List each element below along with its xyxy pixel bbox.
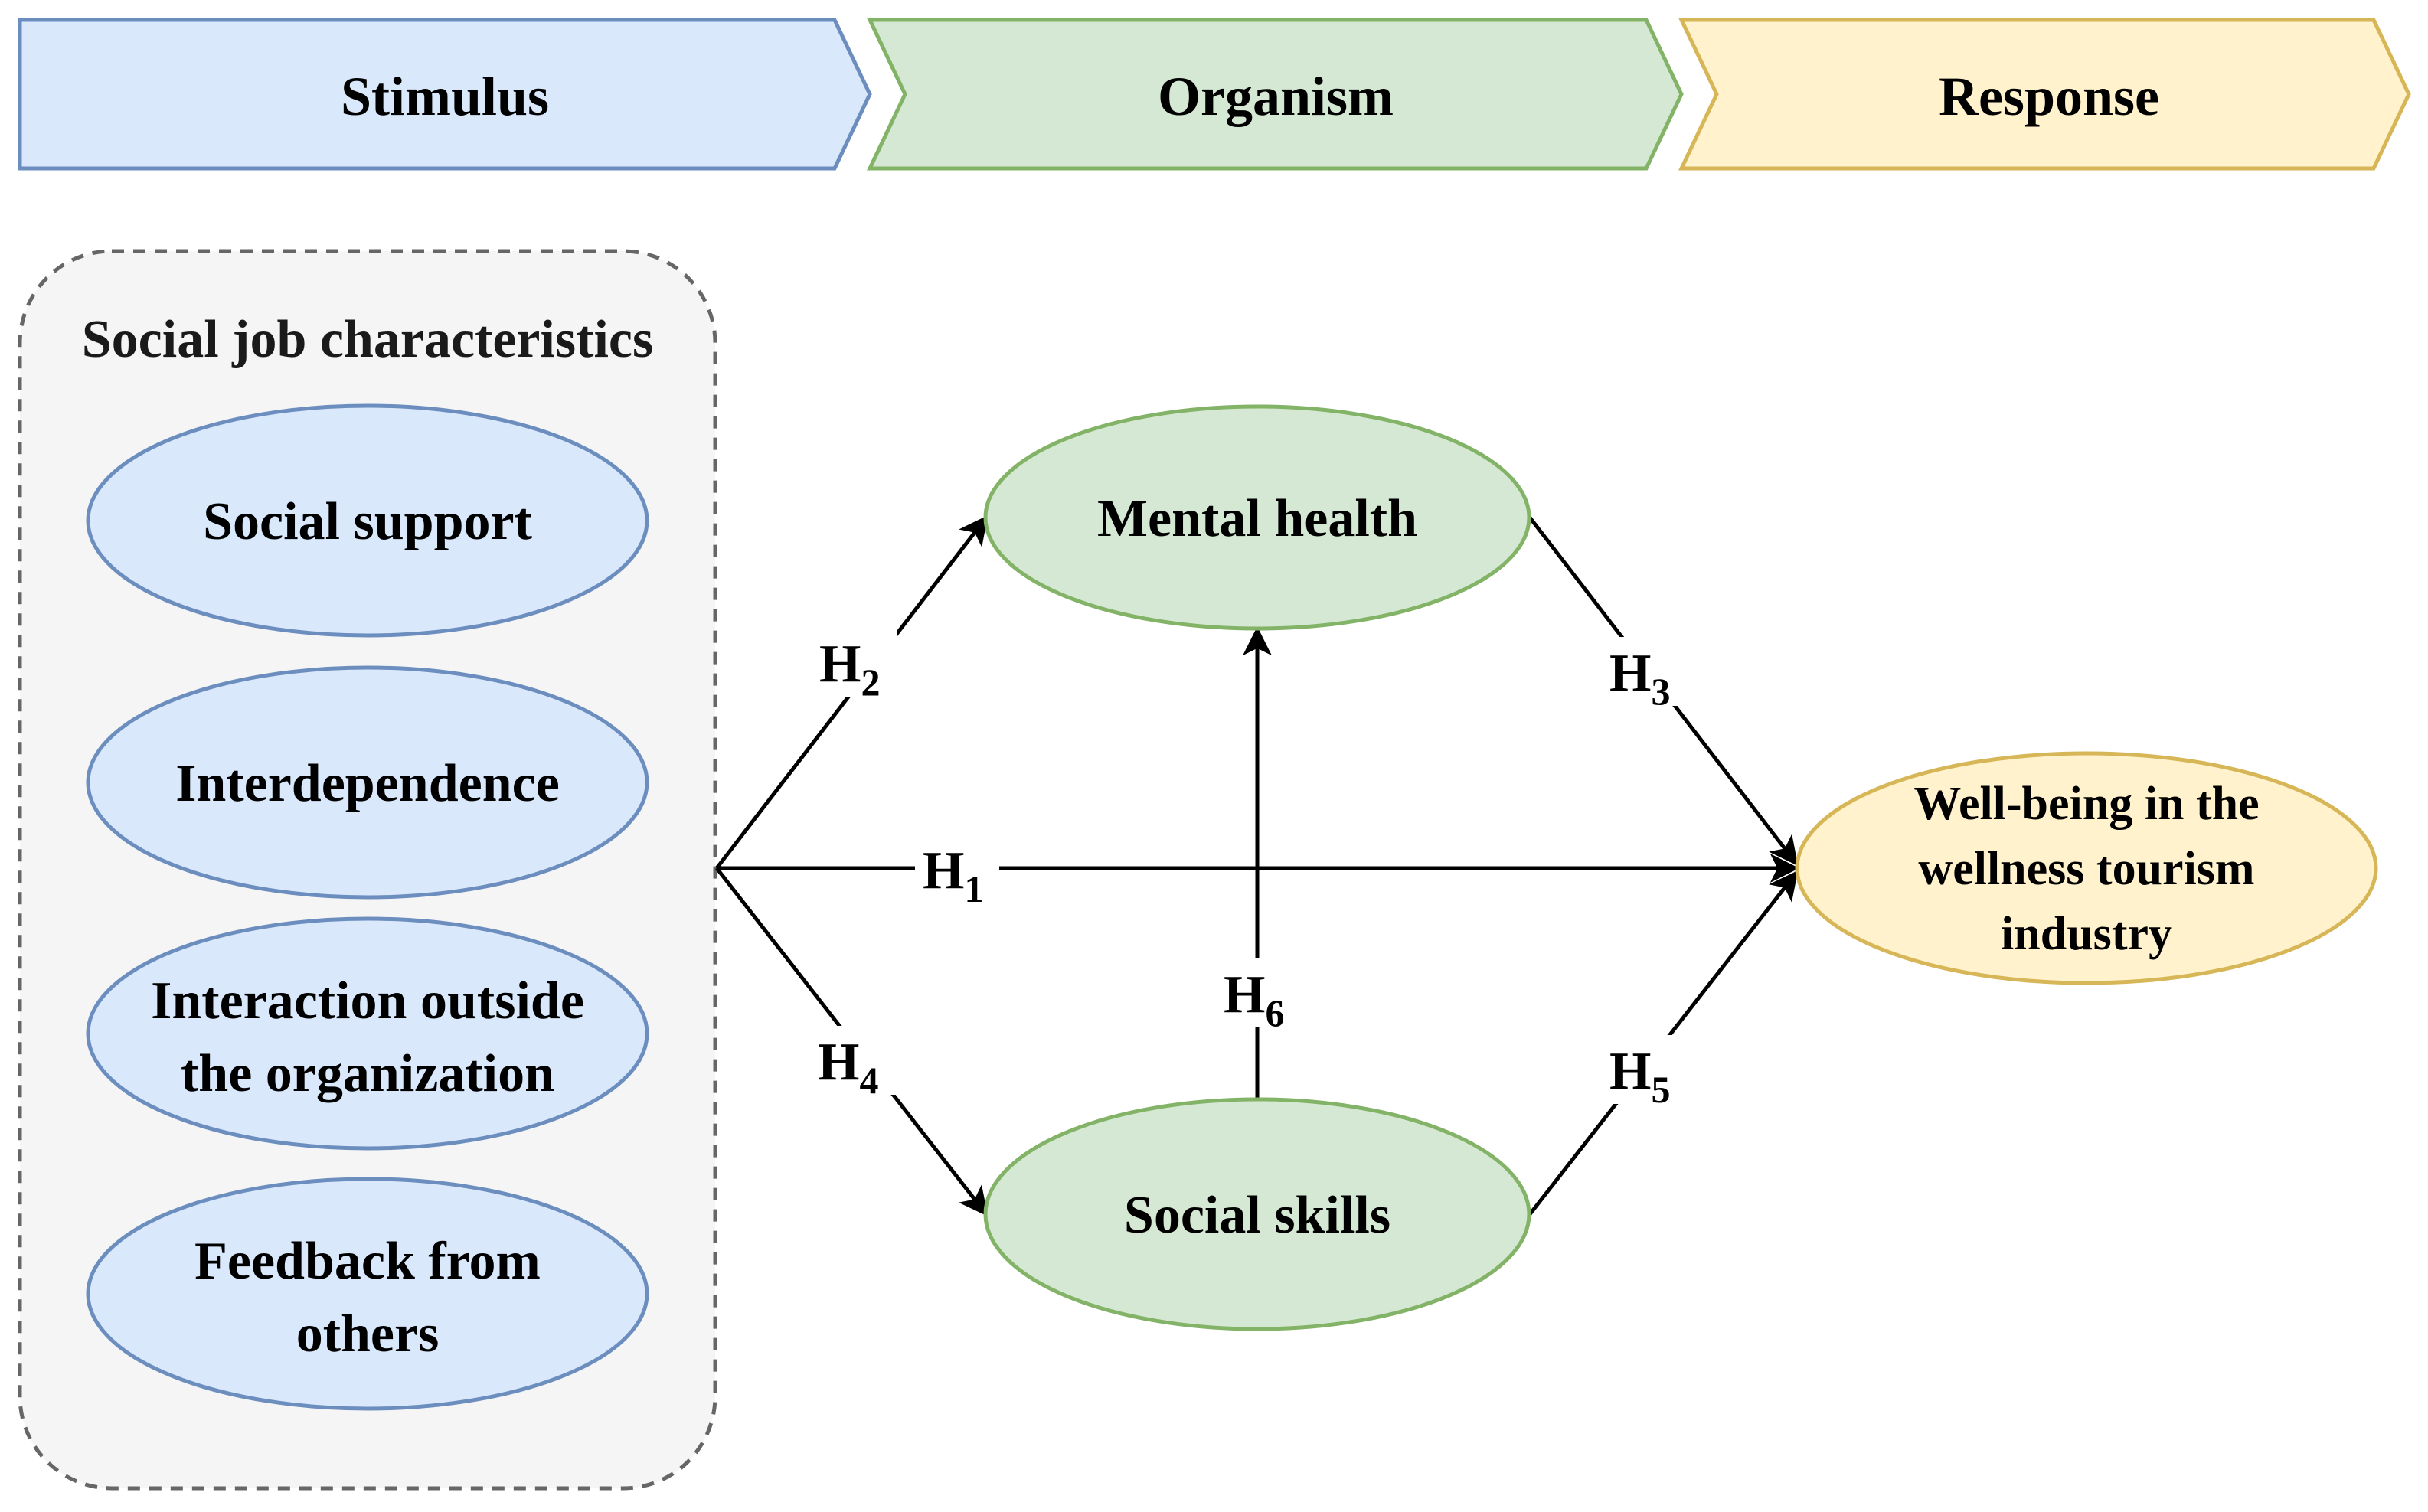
node-social-skills: Social skills <box>983 1097 1531 1331</box>
h1-main: H <box>923 841 964 900</box>
social-job-characteristics-group: Social job characteristics Social suppor… <box>18 249 717 1491</box>
node-interdependence-label: Interdependence <box>175 754 560 813</box>
stage-response: Response <box>1678 18 2411 171</box>
h4-sub: 4 <box>859 1059 878 1102</box>
svg-text:H2: H2 <box>819 635 880 704</box>
node-mental-health: Mental health <box>983 404 1531 631</box>
h1-sub: 1 <box>964 867 983 910</box>
group-title: Social job characteristics <box>82 310 653 369</box>
label-h2: H2 <box>813 628 897 704</box>
stage-organism: Organism <box>867 18 1684 171</box>
node-interaction-outside: Interaction outside the organization <box>86 916 649 1151</box>
node-well-being: Well-being in the wellness tourism indus… <box>1795 751 2378 985</box>
node-interaction-outside-line2: the organization <box>181 1044 554 1103</box>
svg-text:H6: H6 <box>1224 965 1284 1034</box>
label-h3: H3 <box>1603 637 1688 713</box>
label-h1: H1 <box>915 838 999 910</box>
node-well-being-line2: wellness tourism <box>1918 843 2254 895</box>
node-social-support: Social support <box>86 403 649 638</box>
h3-sub: 3 <box>1651 670 1670 713</box>
node-mental-health-label: Mental health <box>1097 489 1417 548</box>
node-feedback-line2: others <box>296 1305 440 1363</box>
h5-sub: 5 <box>1651 1068 1670 1111</box>
node-well-being-line1: Well-being in the <box>1913 778 2259 830</box>
h2-main: H <box>819 635 861 694</box>
node-social-support-label: Social support <box>203 492 532 551</box>
label-h5: H5 <box>1603 1035 1688 1111</box>
stage-stimulus-label: Stimulus <box>341 66 549 127</box>
h6-sub: 6 <box>1265 991 1284 1034</box>
svg-text:H3: H3 <box>1609 644 1670 713</box>
stage-organism-label: Organism <box>1158 66 1394 127</box>
h4-main: H <box>818 1033 859 1092</box>
node-feedback: Feedback from others <box>86 1177 649 1411</box>
hypothesis-labels: H1 H2 H3 H4 H5 H6 <box>812 628 1688 1111</box>
svg-text:H5: H5 <box>1609 1042 1670 1111</box>
label-h6: H6 <box>1217 958 1302 1034</box>
label-h4: H4 <box>812 1026 896 1102</box>
svg-text:H4: H4 <box>818 1033 878 1102</box>
stage-response-label: Response <box>1939 66 2159 127</box>
node-feedback-line1: Feedback from <box>194 1232 541 1291</box>
h6-main: H <box>1224 965 1265 1024</box>
node-social-skills-label: Social skills <box>1124 1186 1390 1245</box>
node-well-being-line3: industry <box>2001 908 2172 960</box>
svg-text:H1: H1 <box>923 841 983 910</box>
node-interaction-outside-line1: Interaction outside <box>151 972 584 1030</box>
h3-main: H <box>1609 644 1651 703</box>
h5-main: H <box>1609 1042 1651 1101</box>
node-interdependence: Interdependence <box>86 665 649 900</box>
h2-sub: 2 <box>861 661 880 704</box>
stage-stimulus: Stimulus <box>18 18 872 171</box>
